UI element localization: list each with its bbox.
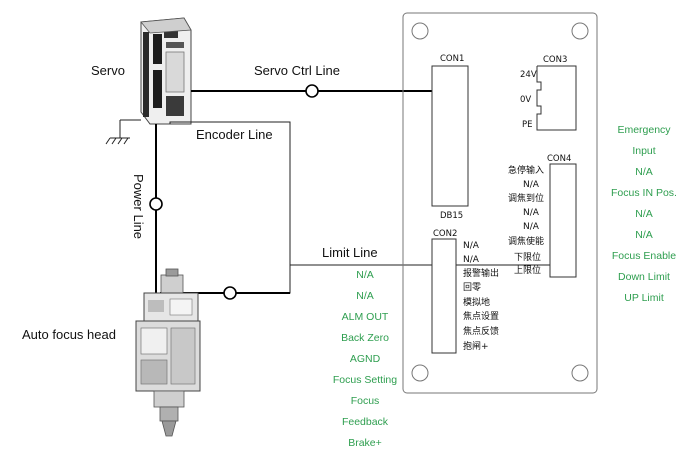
con2-english-7: Focus [351,395,380,407]
con4-pin-8: 上限位 [514,264,541,276]
con3-pin-3: PE [522,120,533,130]
con2-english-5: AGND [350,353,381,365]
con4-connector: CON4 急停输入 N/A 调焦到位 N/A N/A 调焦使能 下限位 上限位 [508,154,577,278]
con2-pin-1: N/A [463,241,480,251]
con2-english-9: Brake+ [348,437,382,449]
con2-pin-8: 抱闸+ [463,340,489,352]
con2-pin-2: N/A [463,255,480,265]
con4-english-9: UP Limit [624,292,664,304]
con4-pin-4: N/A [523,208,540,218]
con1-label: CON1 [440,54,464,64]
servo-label: Servo [91,63,125,78]
con1-connector: CON1 DB15 [431,54,469,221]
con2-english-2: N/A [356,290,374,302]
con2-pin-7: 焦点反馈 [463,325,499,337]
con4-label: CON4 [547,154,571,164]
con4-english-6: N/A [635,229,653,241]
con4-english-4: Focus IN Pos. [611,187,677,199]
power-line-label: Power Line [131,174,146,239]
con2-pin-4: 回零 [463,282,481,293]
con4-english-8: Down Limit [618,271,670,283]
con2-english-1: N/A [356,269,374,281]
con2-pin-3: 报警输出 [463,267,499,279]
con4-pin-7: 下限位 [514,251,541,263]
con4-pin-3: 调焦到位 [508,192,544,204]
con2-english-3: ALM OUT [342,311,389,323]
auto-focus-head [135,268,201,437]
con4-pin-5: N/A [523,222,540,232]
con2-english-6: Focus Setting [333,374,397,386]
con2-english-8: Feedback [342,416,389,428]
ground-symbol [105,119,141,145]
servo-drive [140,17,192,125]
con4-english-3: N/A [635,166,653,178]
con4-english-list: Emergency Input N/A Focus IN Pos. N/A N/… [611,124,677,304]
con2-label: CON2 [433,229,457,239]
controller-board [402,12,598,394]
servo-ctrl-line [191,84,432,98]
servo-ctrl-line-label: Servo Ctrl Line [254,63,340,78]
encoder-line-label: Encoder Line [196,127,273,142]
con3-connector: CON3 24V 0V PE [520,55,577,131]
con3-pin-2: 0V [520,95,531,105]
con4-pin-2: N/A [523,180,540,190]
con4-pin-6: 调焦使能 [508,235,544,247]
auto-focus-head-label: Auto focus head [22,327,116,342]
con4-english-2: Input [632,145,655,157]
db15-label: DB15 [440,211,463,221]
con2-pin-5: 模拟地 [463,296,490,308]
encoder-line [160,121,291,300]
con4-english-5: N/A [635,208,653,220]
con4-english-7: Focus Enable [612,250,676,262]
con2-pin-6: 焦点设置 [463,310,499,322]
con2-english-list: N/A N/A ALM OUT Back Zero AGND Focus Set… [333,269,397,449]
limit-line-label: Limit Line [322,245,378,260]
con2-connector: CON2 N/A N/A 报警输出 回零 模拟地 焦点设置 焦点反馈 抱闸+ [431,229,499,354]
con3-label: CON3 [543,55,567,65]
con4-pin-1: 急停输入 [508,164,544,176]
con4-english-1: Emergency [617,124,671,136]
power-line [149,124,163,293]
con2-english-4: Back Zero [341,332,389,344]
con3-pin-1: 24V [520,70,537,80]
